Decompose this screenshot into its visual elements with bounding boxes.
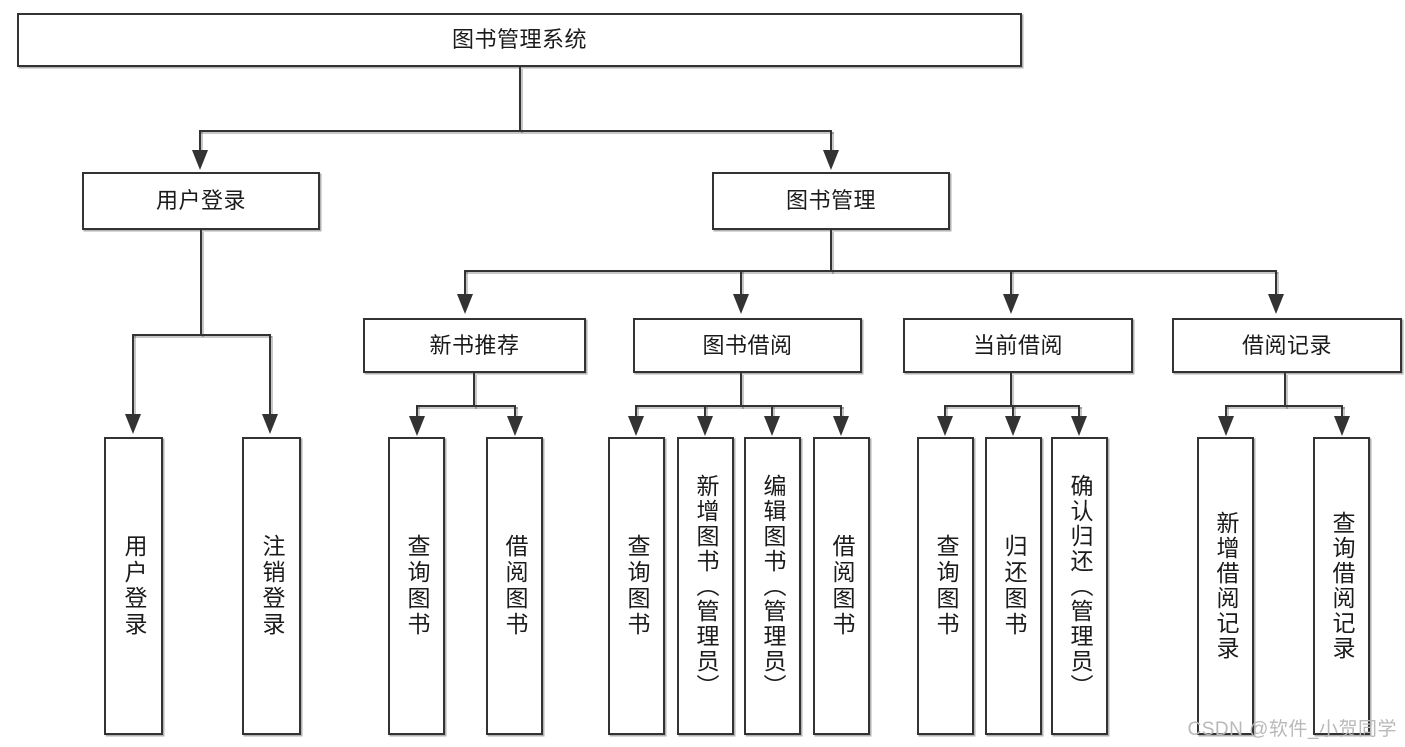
node-label: 当前借阅 (972, 332, 1063, 358)
arrowhead-bb-leaf-1 (628, 416, 644, 436)
arrowhead-cb-leaf-3 (1071, 416, 1087, 436)
node-label: 借阅记录 (1241, 332, 1332, 358)
leaf-nbr-query-book[interactable]: 查询图书 (388, 437, 445, 735)
connector-br-stem (1284, 373, 1288, 409)
arrowhead-cb-leaf-2 (1005, 416, 1021, 436)
leaf-user-login-login[interactable]: 用户登录 (104, 437, 163, 735)
node-label: 新增图书（管理员） (693, 473, 719, 699)
arrowhead-user-login-leaf-2 (262, 414, 278, 434)
node-label: 借阅图书 (829, 534, 855, 638)
node-label: 查询图书 (933, 534, 959, 638)
node-label: 确认归还（管理员） (1067, 473, 1093, 699)
csdn-watermark: CSDN @软件_小贺同学 (1187, 719, 1397, 740)
connector-root-stem (519, 67, 523, 133)
arrowhead-bb-leaf-3 (764, 416, 780, 436)
connector-user-login-bar (132, 334, 272, 338)
connector-bb-stem (740, 373, 744, 409)
node-label: 新书推荐 (429, 332, 520, 358)
connector-bb-bar (635, 405, 844, 409)
connector-book-management-stem (830, 230, 834, 274)
node-label: 编辑图书（管理员） (760, 473, 786, 699)
node-label: 新增借阅记录 (1213, 511, 1239, 661)
leaf-cb-query-book[interactable]: 查询图书 (917, 437, 974, 735)
connector-user-login-stem (200, 230, 204, 337)
arrowhead-bm-current-borrow (1003, 294, 1019, 314)
arrowhead-bb-leaf-2 (697, 416, 713, 436)
arrowhead-nbr-leaf-2 (507, 416, 523, 436)
node-label: 用户登录 (121, 534, 147, 638)
node-root-book-management-system[interactable]: 图书管理系统 (17, 13, 1022, 67)
arrowhead-root-to-user-login (192, 150, 208, 170)
arrowhead-bm-borrow-record (1268, 294, 1284, 314)
arrowhead-user-login-leaf-1 (125, 414, 141, 434)
leaf-nbr-borrow-book[interactable]: 借阅图书 (486, 437, 543, 735)
connector-br-bar (1225, 405, 1345, 409)
node-label: 图书借阅 (702, 332, 793, 358)
connector-user-login-to-leaf-2 (269, 334, 273, 420)
node-borrow-record[interactable]: 借阅记录 (1172, 318, 1402, 373)
arrowhead-nbr-leaf-1 (409, 416, 425, 436)
arrowhead-root-to-book-management (823, 150, 839, 170)
connector-user-login-to-leaf-1 (132, 334, 136, 420)
arrowhead-br-leaf-2 (1334, 416, 1350, 436)
connector-cb-stem (1010, 373, 1014, 409)
leaf-bb-borrow-book[interactable]: 借阅图书 (813, 437, 870, 735)
node-book-borrow[interactable]: 图书借阅 (633, 318, 862, 373)
node-label: 注销登录 (259, 534, 285, 638)
node-label: 查询借阅记录 (1329, 511, 1355, 661)
node-label: 图书管理系统 (451, 27, 587, 53)
leaf-br-query-record[interactable]: 查询借阅记录 (1313, 437, 1370, 735)
node-label: 查询图书 (404, 534, 430, 638)
node-label: 查询图书 (624, 534, 650, 638)
arrowhead-cb-leaf-1 (937, 416, 953, 436)
connector-nbr-bar (416, 405, 518, 409)
node-book-management[interactable]: 图书管理 (712, 172, 950, 230)
leaf-bb-query-book[interactable]: 查询图书 (608, 437, 665, 735)
leaf-bb-edit-book-admin[interactable]: 编辑图书（管理员） (744, 437, 801, 735)
leaf-cb-confirm-return-admin[interactable]: 确认归还（管理员） (1051, 437, 1108, 735)
node-label: 借阅图书 (502, 534, 528, 638)
node-user-login[interactable]: 用户登录 (82, 172, 320, 230)
leaf-br-add-record[interactable]: 新增借阅记录 (1197, 437, 1254, 735)
leaf-bb-add-book-admin[interactable]: 新增图书（管理员） (677, 437, 734, 735)
arrowhead-bm-new-book (457, 294, 473, 314)
node-new-book-recommend[interactable]: 新书推荐 (363, 318, 586, 373)
node-current-borrow[interactable]: 当前借阅 (903, 318, 1133, 373)
leaf-cb-return-book[interactable]: 归还图书 (985, 437, 1042, 735)
node-label: 归还图书 (1001, 534, 1027, 638)
arrowhead-bb-leaf-4 (833, 416, 849, 436)
arrowhead-bm-book-borrow (733, 294, 749, 314)
connector-root-bar (199, 130, 834, 134)
arrowhead-br-leaf-1 (1218, 416, 1234, 436)
connector-book-management-bar (464, 270, 1278, 274)
connector-nbr-stem (473, 373, 477, 409)
node-label: 用户登录 (155, 188, 246, 214)
node-label: 图书管理 (785, 188, 876, 214)
leaf-user-login-logout[interactable]: 注销登录 (242, 437, 301, 735)
